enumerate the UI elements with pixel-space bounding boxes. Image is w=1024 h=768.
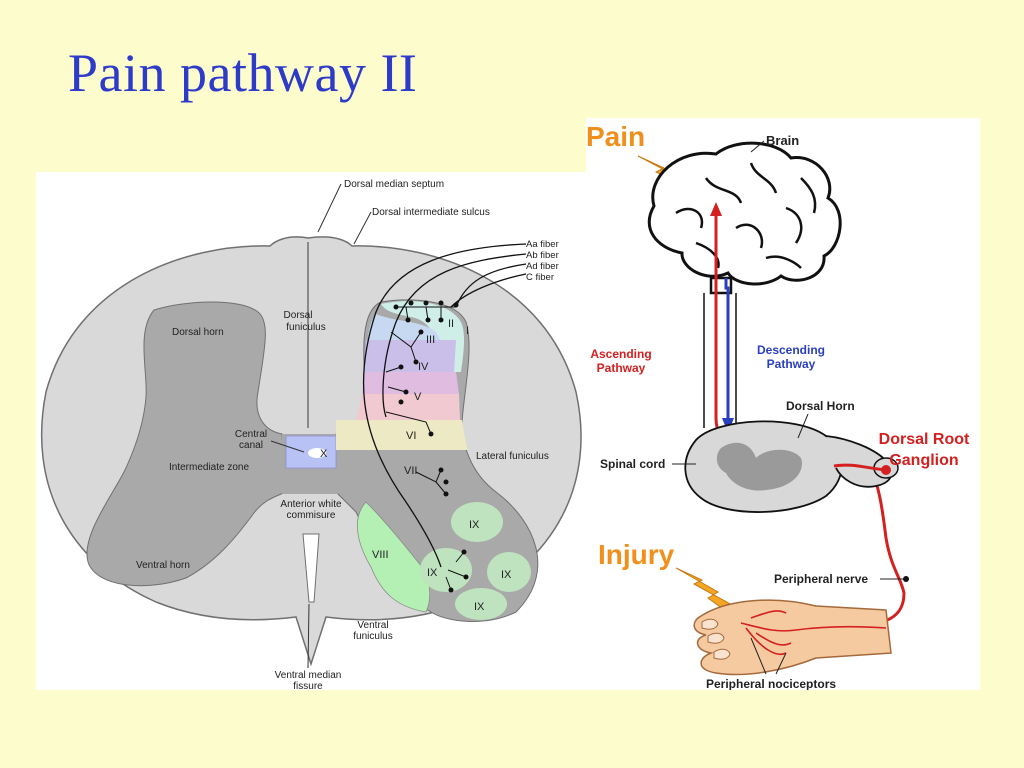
label-central-canal-2: canal bbox=[239, 440, 263, 451]
label-ventral-funiculus-1: Ventral bbox=[357, 620, 388, 631]
brain-icon bbox=[647, 141, 842, 295]
lamina-label-vi: VI bbox=[406, 430, 416, 442]
fiber-label-ab: Ab fiber bbox=[526, 250, 559, 261]
slide-title: Pain pathway II bbox=[68, 43, 418, 103]
ventral-median-fissure bbox=[302, 533, 320, 603]
lamina-label-ix-1: IX bbox=[469, 519, 480, 531]
descending-pathway-line bbox=[724, 278, 730, 418]
label-ventral-funiculus-2: funiculus bbox=[353, 631, 392, 642]
fiber-endings bbox=[393, 300, 469, 593]
label-dorsal-horn: Dorsal horn bbox=[172, 327, 224, 338]
lamina-label-x: X bbox=[320, 448, 328, 460]
label-dorsal-intermediate-sulcus: Dorsal intermediate sulcus bbox=[372, 207, 490, 218]
lamina-label-ix-4: IX bbox=[474, 601, 485, 613]
leader-lines bbox=[270, 183, 372, 669]
pathway-svg: Pain Brain Ascending Pathway Desc bbox=[586, 121, 970, 691]
label-central-canal-1: Central bbox=[235, 429, 267, 440]
fiber-label-c: C fiber bbox=[526, 272, 554, 283]
label-ventral-median-2: fissure bbox=[293, 681, 323, 690]
peripheral-nerve-label: Peripheral nerve bbox=[774, 572, 868, 586]
lamina-ix-3 bbox=[487, 552, 531, 592]
dorsal-root-ganglion-dot bbox=[881, 465, 891, 475]
pain-pathway-illustration: Pain Brain Ascending Pathway Desc bbox=[586, 118, 980, 691]
peripheral-nociceptors-label: Peripheral nociceptors bbox=[706, 677, 836, 690]
label-anterior-white-1: Anterior white bbox=[280, 499, 342, 510]
nociceptor-leader-1 bbox=[750, 637, 767, 675]
lamina-label-ix-2: IX bbox=[427, 567, 438, 579]
lamina-label-i: I bbox=[466, 325, 469, 337]
label-dorsal-funiculus-1: Dorsal bbox=[284, 310, 313, 321]
spinal-tract-outline bbox=[703, 293, 737, 428]
label-ventral-horn: Ventral horn bbox=[136, 560, 190, 571]
label-ventral-median-1: Ventral median bbox=[275, 670, 342, 681]
label-dorsal-funiculus-2: funiculus bbox=[286, 322, 325, 333]
lamina-iii bbox=[364, 340, 456, 372]
nociceptor-leader-2 bbox=[775, 652, 787, 675]
descending-label-1: Descending bbox=[757, 343, 825, 357]
fiber-terminals bbox=[385, 306, 467, 591]
lamina-label-ii: II bbox=[448, 318, 454, 330]
spinal-cord-cross-section: Dorsal median septum Dorsal intermediate… bbox=[36, 172, 586, 692]
peripheral-nerve-dot bbox=[903, 576, 909, 582]
brain-leader bbox=[750, 140, 765, 153]
lamina-label-iii: III bbox=[426, 334, 435, 346]
label-lateral-funiculus: Lateral funiculus bbox=[476, 451, 549, 462]
fiber-label-ad: Ad fiber bbox=[526, 261, 559, 272]
descending-label-2: Pathway bbox=[767, 357, 816, 371]
lamina-v bbox=[356, 394, 460, 420]
drg-label-2: Ganglion bbox=[889, 452, 958, 469]
label-anterior-white-2: commisure bbox=[287, 510, 336, 521]
lamina-label-vii: VII bbox=[404, 465, 417, 477]
spinal-cord-slice-icon bbox=[684, 420, 899, 513]
lamina-label-viii: VIII bbox=[372, 549, 389, 561]
lamina-ix-4 bbox=[455, 588, 507, 620]
central-canal bbox=[308, 448, 326, 458]
injury-label: Injury bbox=[598, 539, 675, 570]
brain-label: Brain bbox=[766, 133, 799, 148]
drg-label-1: Dorsal Root bbox=[879, 431, 970, 448]
lamina-label-v: V bbox=[414, 391, 422, 403]
label-intermediate-zone: Intermediate zone bbox=[169, 462, 249, 473]
hand-icon bbox=[693, 599, 892, 676]
fiber-label-aa: Aa fiber bbox=[526, 239, 559, 250]
dorsal-horn-label: Dorsal Horn bbox=[786, 399, 855, 413]
label-dorsal-median-septum: Dorsal median septum bbox=[344, 179, 444, 190]
lamina-label-iv: IV bbox=[418, 361, 429, 373]
left-gray-matter bbox=[86, 301, 287, 587]
afferent-fibers bbox=[362, 243, 527, 568]
dorsal-horn-leader bbox=[797, 413, 809, 439]
lamina-viii bbox=[356, 501, 431, 613]
ascending-label-1: Ascending bbox=[590, 347, 651, 361]
lamina-label-ix-3: IX bbox=[501, 569, 512, 581]
ascending-arrowhead bbox=[710, 202, 722, 216]
lamina-iv bbox=[362, 372, 459, 394]
pain-label: Pain bbox=[586, 121, 645, 152]
lamina-ix-1 bbox=[451, 502, 503, 542]
ascending-label-2: Pathway bbox=[597, 361, 646, 375]
lamina-vi bbox=[336, 420, 468, 450]
cross-section-svg: Dorsal median septum Dorsal intermediate… bbox=[40, 179, 582, 692]
spinal-cord-label: Spinal cord bbox=[600, 457, 665, 471]
